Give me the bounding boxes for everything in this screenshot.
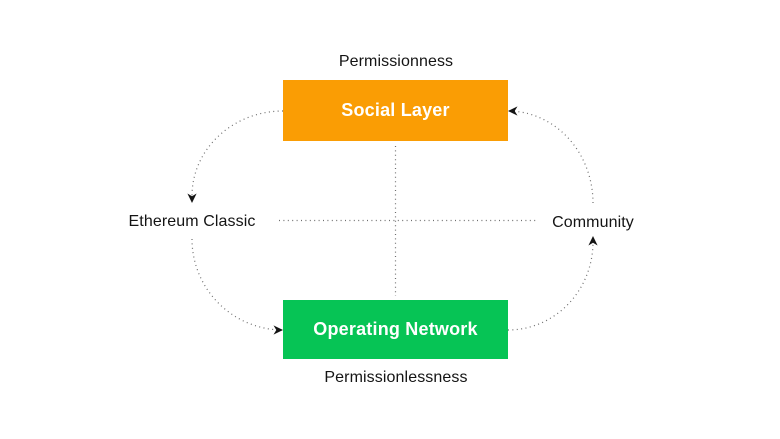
arrow-left-icon <box>508 106 518 116</box>
node-operating-network: Operating Network <box>283 300 508 359</box>
axis-top-label: Permissionness <box>338 53 454 70</box>
label-ethereum-classic: Ethereum Classic <box>128 213 256 230</box>
node-social-layer: Social Layer <box>283 80 508 141</box>
node-social-layer-label: Social Layer <box>341 100 450 120</box>
arrow-up-icon <box>588 236 598 246</box>
arc-community-to-social <box>507 110 594 204</box>
arc-ethereum-classic-to-network <box>191 238 284 331</box>
node-operating-network-label: Operating Network <box>313 319 478 339</box>
arrow-down-icon <box>187 193 197 203</box>
arc-network-to-community <box>507 241 594 331</box>
arc-social-to-ethereum-classic <box>191 110 284 197</box>
axis-bottom-label: Permissionlessness <box>324 369 468 386</box>
label-community: Community <box>552 214 634 231</box>
arrow-right-icon <box>273 325 283 335</box>
